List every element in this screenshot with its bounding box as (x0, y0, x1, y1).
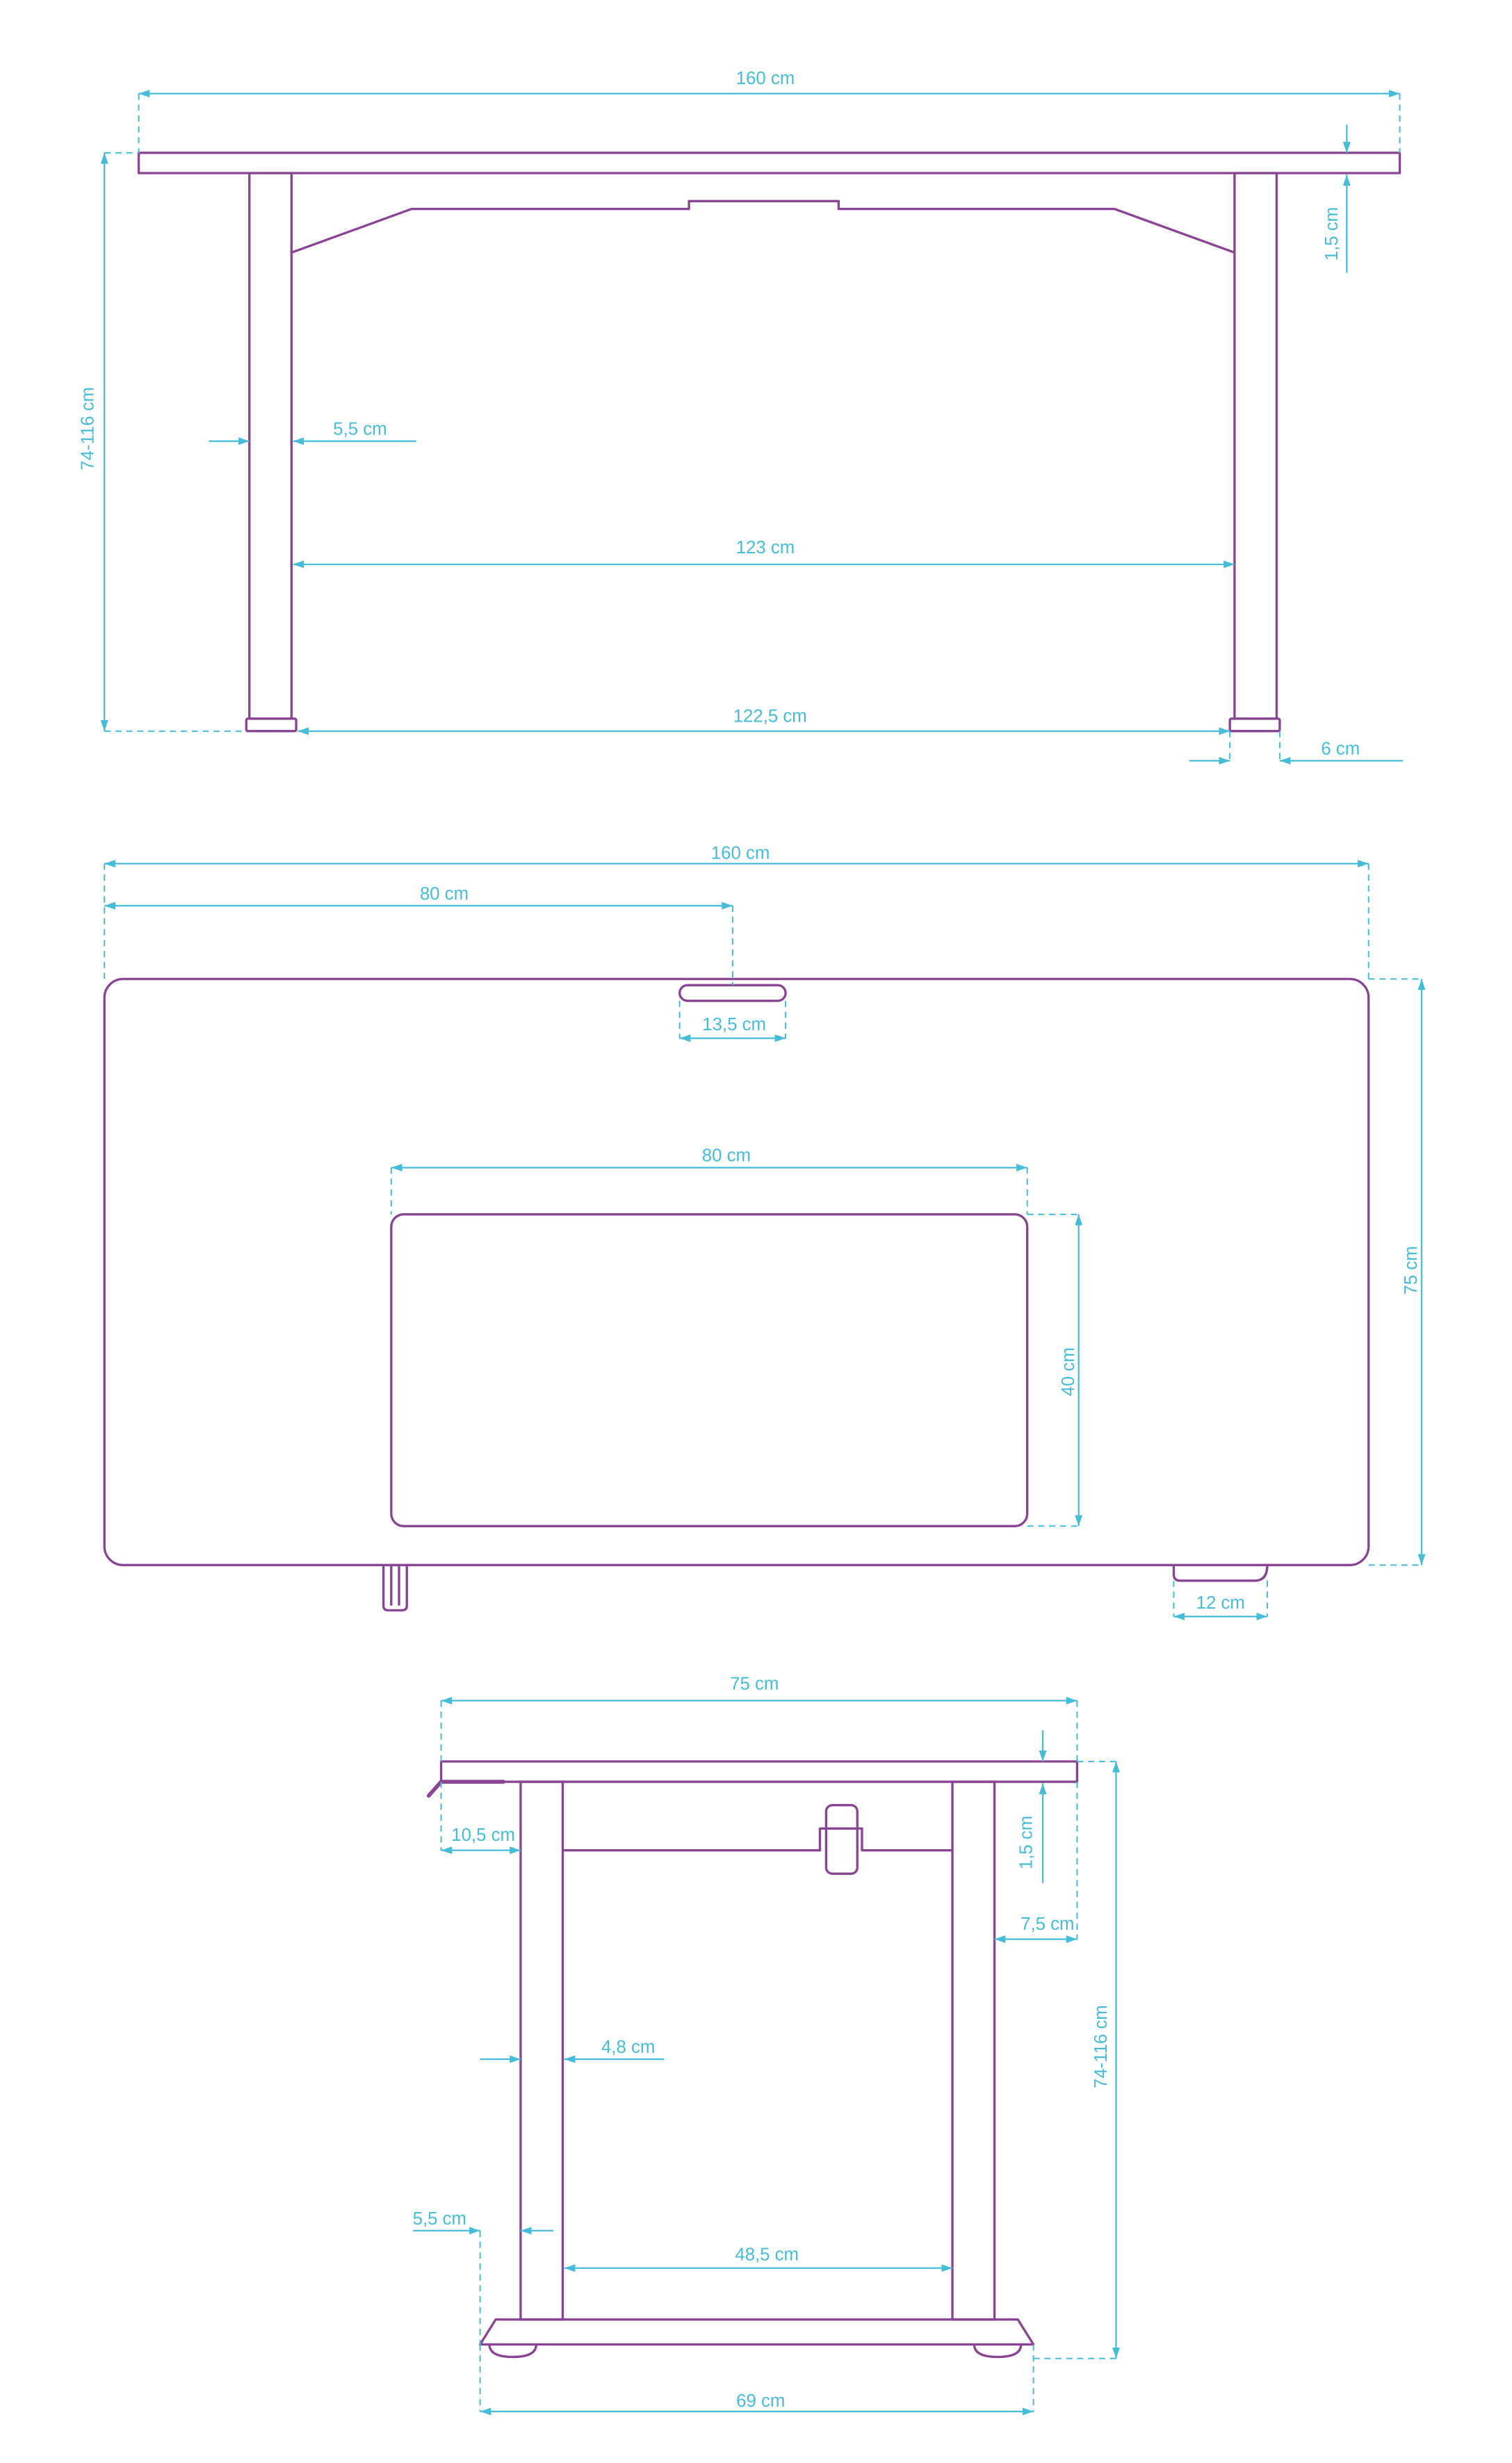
base-offset-label: 5,5 cm (413, 2209, 466, 2229)
controller-clamp (382, 1565, 408, 1612)
pad-width-label: 80 cm (702, 1146, 751, 1166)
desk-pad (390, 1213, 1029, 1527)
desk-top (439, 1760, 1079, 1783)
leg-width-label: 5,5 cm (333, 420, 387, 439)
front-offset-label: 10,5 cm (451, 1826, 515, 1845)
back-leg (951, 1780, 996, 2321)
left-foot (245, 717, 298, 733)
crossbar (291, 200, 1235, 254)
side-view: 75 cm 1,5 cm 10,5 cm 7,5 cm 74-116 cm 4,… (413, 1675, 1120, 2416)
width-label: 160 cm (711, 844, 770, 863)
bracket (824, 1803, 859, 1875)
inner-width-label: 123 cm (736, 538, 795, 558)
top-thickness-label: 1,5 cm (1016, 1816, 1036, 1869)
leg-spacing-label: 48,5 cm (735, 2245, 799, 2264)
glide-foot (973, 2344, 1023, 2359)
front-view: 160 cm 1,5 cm 74-116 cm 5,5 cm 123 cm 12… (79, 69, 1404, 765)
base (478, 2318, 1035, 2346)
right-leg (1233, 172, 1278, 720)
crossbar (562, 1827, 953, 1852)
depth-label: 75 cm (1401, 1246, 1421, 1294)
width-label: 160 cm (736, 69, 795, 88)
foot-spacing-label: 122,5 cm (733, 706, 807, 726)
pad-depth-label: 40 cm (1059, 1347, 1078, 1396)
front-leg (519, 1780, 564, 2321)
foot-width-label: 12 cm (1196, 1593, 1245, 1613)
desk-top (137, 152, 1401, 174)
leg-width-label: 4,8 cm (601, 2038, 655, 2057)
left-leg (248, 172, 293, 720)
slot-width-label: 13,5 cm (702, 1015, 766, 1034)
back-offset-label: 7,5 cm (1021, 1915, 1074, 1934)
glide-foot (488, 2344, 538, 2359)
control-lever (426, 1780, 506, 1798)
right-foot (1228, 717, 1281, 733)
top-thickness-label: 1,5 cm (1322, 207, 1342, 261)
top-view: 160 cm 80 cm 13,5 cm 80 cm 40 cm 75 cm 1… (103, 844, 1426, 1620)
depth-label: 75 cm (730, 1675, 779, 1694)
foot-outline (1172, 1565, 1269, 1582)
foot-width-label: 6 cm (1321, 739, 1360, 758)
cable-slot (678, 984, 787, 1002)
desk-top-outline (103, 977, 1370, 1567)
height-label: 74-116 cm (1091, 2005, 1111, 2088)
base-length-label: 69 cm (736, 2391, 785, 2411)
height-label: 74-116 cm (79, 387, 98, 471)
half-width-label: 80 cm (420, 884, 469, 904)
